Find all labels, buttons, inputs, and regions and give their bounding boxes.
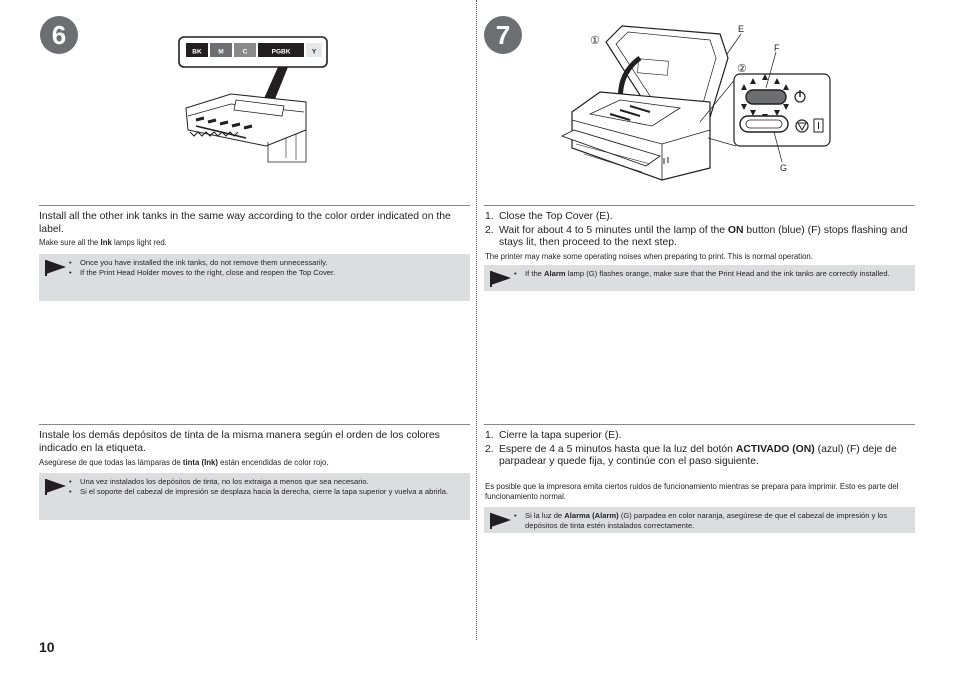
note-flag-icon [45,260,66,276]
step-item: 2.Espere de 4 a 5 minutos hasta que la l… [485,443,897,468]
note-item: If the Print Head Holder moves to the ri… [69,268,462,278]
label-m [210,43,232,57]
note-item: Una vez instalados los depósitos de tint… [69,477,462,487]
step6-instruction-en: Install all the other ink tanks in the s… [39,211,451,235]
on-button-lamp [745,89,787,105]
stop-icon [795,119,809,133]
step-7-badge: 7 [484,16,522,54]
printer-illustration: ① ② E F G [560,24,831,181]
label-text-bk: BK [192,49,202,56]
note-item: Once you have installed the ink tanks, d… [69,258,462,268]
callout-1: ① [590,35,600,47]
callout-f: F [774,43,780,53]
label-text-m: M [218,49,223,56]
label-text-c: C [243,49,248,56]
step-item: 2.Wait for about 4 to 5 minutes until th… [485,224,908,249]
step7-note-box-en: If the Alarm lamp (G) flashes orange, ma… [484,265,915,291]
note-item: If the Alarm lamp (G) flashes orange, ma… [514,269,907,279]
step-item: 1.Close the Top Cover (E). [485,211,613,222]
resume-button [739,115,789,133]
note-item: Si el soporte del cabezal de impresión s… [69,487,462,497]
column-divider [476,0,477,640]
callout-2: ② [737,63,747,75]
note-item: Si la luz de Alarma (Alarm) (G) parpadea… [514,511,907,530]
callout-g: G [780,163,787,173]
note-flag-icon [45,479,66,495]
alarm-lamp-icon [813,118,824,133]
step6-note-box-es: Una vez instalados los depósitos de tint… [39,473,470,520]
step6-sub-en: Make sure all the Ink lamps light red. [39,238,167,247]
section-rule-en-right [484,205,915,206]
step6-sub-es: Asegúrese de que todas las lámparas de t… [39,458,329,467]
page-number: 10 [39,639,55,655]
section-rule-es-right [484,424,915,425]
label-text-y: Y [312,49,317,56]
note-flag-icon [490,513,511,529]
step7-sub-es: Es posible que la impresora emita cierto… [485,482,899,501]
step7-steps-es: 1.Cierre la tapa superior (E). 2.Espere … [485,430,911,469]
label-pgbk [258,43,304,57]
label-y [306,43,322,57]
step-6-badge: 6 [40,16,78,54]
step-item: 1.Cierre la tapa superior (E). [485,430,622,441]
step6-note-box-en: Once you have installed the ink tanks, d… [39,254,470,301]
label-c [234,43,256,57]
section-rule-es-left [39,424,470,425]
ink-tank-illustration: BK M C PGBK Y [178,36,328,163]
label-text-pgbk: PGBK [272,49,291,56]
label-bk [186,43,208,57]
section-rule-en-left [39,205,470,206]
callout-e: E [738,24,744,34]
step6-instruction-es: Instale los demás depósitos de tinta de … [39,430,440,454]
step7-sub-en: The printer may make some operating nois… [485,252,813,261]
note-flag-icon [490,271,511,287]
step7-note-box-es: Si la luz de Alarma (Alarm) (G) parpadea… [484,507,915,533]
step7-steps-en: 1.Close the Top Cover (E). 2.Wait for ab… [485,211,911,250]
